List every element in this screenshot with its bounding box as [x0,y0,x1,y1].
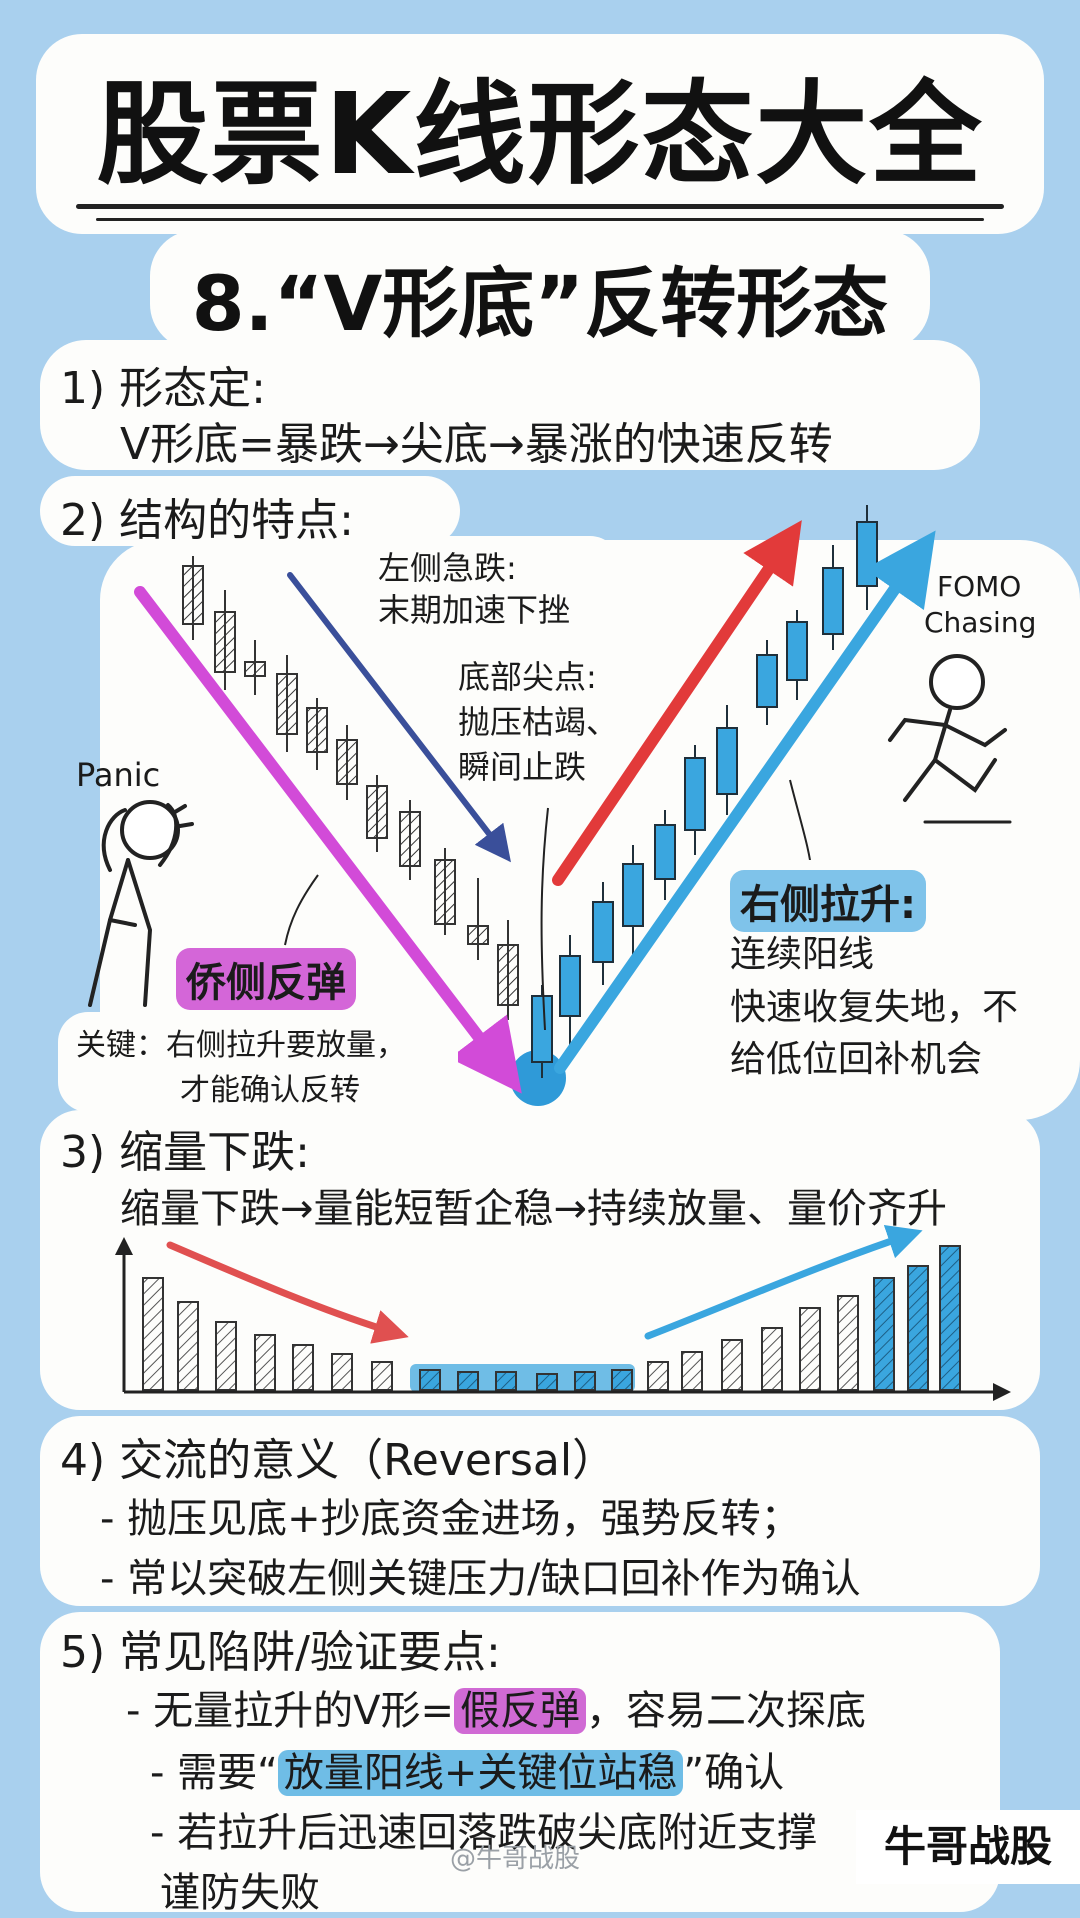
left-note-2: 末期加速下挫 [378,591,571,629]
bearish-candles [182,556,519,1020]
bottom-leader-line [540,807,549,1031]
section5-item2: - 需要“放量阳线+关键位站稳”确认 [150,1740,784,1798]
section5-item1-post: ，容易二次探底 [586,1688,867,1734]
magenta-down-arrow [134,586,522,1094]
section1-line: V形底=暴跌→尖底→暴涨的快速反转 [120,419,833,470]
left-note-panel [360,536,620,636]
section5-item1-pre: - 无量拉升的V形= [126,1688,455,1734]
left-note-1: 左侧急跌: [378,549,517,587]
fomo-label-2: Chasing [924,606,1037,639]
bottom-note-3: 瞬间止跌 [458,748,587,786]
section3-heading: 3) 缩量下跌: [60,1127,310,1178]
fake-rebound-highlight: 假反弹 [454,1688,587,1734]
subtitle-panel: 8.“V形底”反转形态 [150,230,930,350]
red-up-arrow [552,520,802,886]
section5-heading: 5) 常见陷阱/验证要点: [60,1627,501,1678]
page-title: 股票K线形态大全 [96,70,984,200]
right-note-1: 连续阳线 [730,934,875,975]
author-badge: 牛哥战股 [856,1810,1080,1884]
title-rule [76,204,1004,209]
right-note-2: 快速收复失地，不 [730,987,1019,1028]
volume-down-arrow [166,1241,409,1344]
section5-item2-pre: - 需要“ [150,1750,278,1796]
bottom-note-1: 底部尖点: [458,658,597,696]
key-note-2: 才能确认反转 [180,1073,360,1108]
panic-label: Panic [76,756,161,794]
section2-heading: 2) 结构的特点: [60,495,354,546]
navy-down-arrow [287,572,511,863]
section5-item4: 谨防失败 [160,1870,320,1916]
left-leader-line [284,874,319,946]
right-rise-label: 右侧拉升: [730,870,926,932]
section5-item3: - 若拉升后迅速回落跌破尖底附近支撑 [150,1810,818,1856]
running-figure-icon [888,654,1012,824]
section4-item1: - 抛压见底+抄底资金进场，强势反转； [100,1496,801,1542]
flat-volume-highlight [410,1364,635,1392]
watermark: @牛哥战股 [450,1844,581,1874]
panic-figure-icon [88,800,194,1007]
section1-heading: 1) 形态定: [60,363,266,414]
section5-item1: - 无量拉升的V形=假反弹，容易二次探底 [126,1678,866,1736]
volume-bars [142,1245,961,1391]
right-note-3: 给低位回补机会 [730,1039,983,1080]
section5-item2-post: ”确认 [683,1750,785,1796]
section4-heading: 4) 交流的意义（Reversal） [60,1435,617,1486]
section4-panel [40,1416,1040,1606]
key-note-1: 关键：右侧拉升要放量， [76,1028,406,1063]
title-rule-thin [96,218,984,221]
left-rebound-label: 侨侧反弹 [176,948,356,1010]
volume-up-arrow [644,1225,923,1340]
title-panel: 股票K线形态大全 [36,34,1044,234]
section2-heading-panel [40,476,460,546]
section4-item2: - 常以突破左侧关键压力/缺口回补作为确认 [100,1556,861,1602]
bottom-note-2: 抛压枯竭、 [458,703,619,741]
key-note-panel [58,1012,458,1112]
blue-up-arrow [554,530,936,1074]
page-subtitle: 8.“V形底”反转形态 [191,259,889,348]
v-bottom-dot [510,1050,566,1106]
section3-line: 缩量下跌→量能短暂企稳→持续放量、量价齐升 [120,1186,948,1232]
section1-panel [40,340,980,470]
confirm-highlight: 放量阳线+关键位站稳 [277,1750,684,1796]
fomo-label-1: FOMO [937,570,1022,603]
